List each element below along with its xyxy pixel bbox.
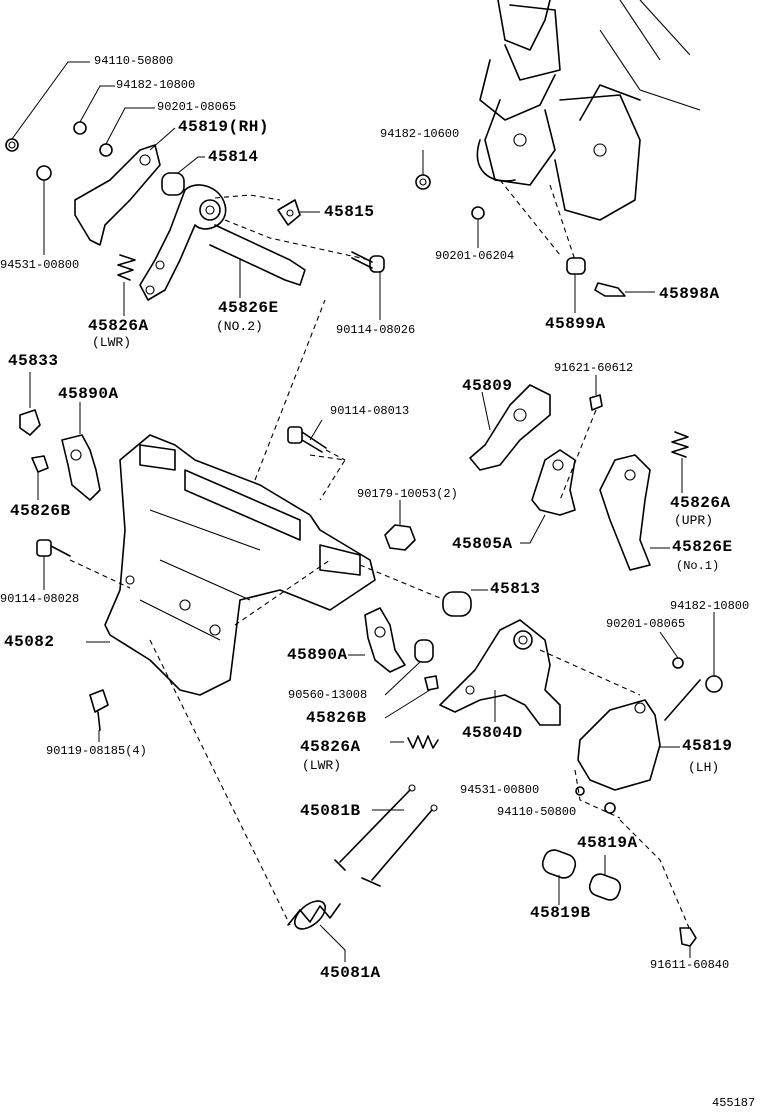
label-90560-13008: 90560-13008 [288, 688, 368, 702]
label-no2-note: (NO.2) [216, 319, 263, 334]
pedal-bracket-45804d [439, 619, 641, 726]
label-45899a: 45899A [545, 315, 606, 333]
spring-45826a-mid [390, 735, 439, 749]
bushing-45814 [161, 156, 205, 196]
label-94182-10800-right: 94182-10800 [670, 599, 750, 613]
label-91621-60612: 91621-60612 [554, 361, 634, 375]
label-90114-08013: 90114-08013 [330, 404, 410, 418]
label-45814: 45814 [208, 148, 259, 166]
main-bracket-45082 [86, 299, 441, 926]
label-45826b-left: 45826B [10, 502, 71, 520]
label-90114-08028: 90114-08028 [0, 592, 80, 606]
bracket-45819-rh [74, 127, 176, 246]
label-90201-06204: 90201-06204 [435, 249, 515, 263]
right-top-hardware [415, 150, 655, 313]
bolt-90114-08013 [287, 419, 346, 461]
plate-45809 [469, 375, 603, 501]
right-spring-assembly [599, 431, 689, 571]
label-45826e-no1: 45826E [672, 538, 733, 556]
label-90201-08065-right: 90201-08065 [606, 617, 686, 631]
label-45826a-lwr-top: 45826A [88, 317, 149, 335]
label-45819-rh: 45819(RH) [178, 118, 269, 136]
bracket-45819-lh [574, 612, 723, 931]
label-45081a: 45081A [320, 964, 381, 982]
label-45082: 45082 [4, 633, 55, 651]
label-no1-note: (No.1) [676, 559, 720, 573]
label-lwr-note-mid: (LWR) [302, 758, 342, 773]
pedal-arm-top [139, 184, 371, 301]
label-45819b: 45819B [530, 904, 591, 922]
label-45819-lh: 45819 [682, 737, 733, 755]
label-90114-08026: 90114-08026 [336, 323, 416, 337]
label-91611-60840: 91611-60840 [650, 958, 730, 972]
bushing-45813 [442, 589, 488, 617]
label-45898a: 45898A [659, 285, 720, 303]
diagram-id: 455187 [712, 1096, 756, 1110]
label-45809: 45809 [462, 377, 513, 395]
label-upr-note: (UPR) [674, 513, 714, 528]
label-45826a-lwr-mid: 45826A [300, 738, 361, 756]
spring-45826a-top [117, 254, 136, 316]
steering-column-drawing [476, 0, 701, 261]
bracket-45805a [520, 449, 576, 544]
top-left-hardware [5, 61, 155, 255]
bolt-90119-08185 [89, 689, 109, 742]
label-94531-00800-top: 94531-00800 [0, 258, 80, 272]
label-45813: 45813 [490, 580, 541, 598]
label-45890a-left: 45890A [58, 385, 119, 403]
label-90179-10053: 90179-10053(2) [357, 487, 458, 501]
label-45815: 45815 [324, 203, 375, 221]
label-45804d: 45804D [462, 724, 523, 742]
label-90201-08065-top: 90201-08065 [157, 100, 237, 114]
nut-90179-10053 [384, 500, 416, 551]
middle-hardware [348, 607, 439, 719]
label-45833: 45833 [8, 352, 59, 370]
bolt-90114-08026 [351, 251, 385, 320]
label-94531-00800-right: 94531-00800 [460, 783, 540, 797]
label-45826a-upr: 45826A [670, 494, 731, 512]
rods-and-spring [287, 784, 438, 962]
label-45081b: 45081B [300, 802, 361, 820]
label-45826e-no2: 45826E [218, 299, 279, 317]
label-94110-50800-top: 94110-50800 [94, 54, 174, 68]
label-lh-note: (LH) [688, 760, 720, 775]
label-90119-08185: 90119-08185(4) [46, 744, 147, 758]
bushings-45819 [541, 849, 697, 958]
left-middle-hardware [19, 372, 131, 590]
label-94182-10800-top: 94182-10800 [116, 78, 196, 92]
label-94182-10600: 94182-10600 [380, 127, 460, 141]
clip-45815 [277, 199, 320, 226]
label-94110-50800-right: 94110-50800 [497, 805, 577, 819]
label-45805a: 45805A [452, 535, 513, 553]
label-45890a-mid: 45890A [287, 646, 348, 664]
label-45826b-mid: 45826B [306, 709, 367, 727]
label-lwr-note-top: (LWR) [92, 335, 132, 350]
label-45819a: 45819A [577, 834, 638, 852]
